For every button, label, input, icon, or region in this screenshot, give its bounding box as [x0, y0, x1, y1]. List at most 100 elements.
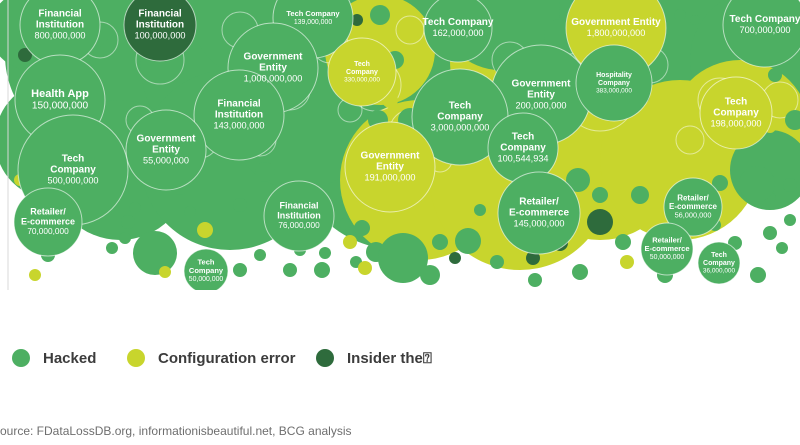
bubble-name-1-1: Institution — [136, 20, 184, 31]
bubble-name-5-0: Tech Company — [730, 14, 800, 25]
bubble-name-18-1: E-commerce — [21, 216, 75, 226]
bubble-name-14-1: Entity — [152, 145, 180, 156]
bubble-value-24: 36,000,000 — [703, 267, 736, 274]
small-bubble-33 — [620, 255, 634, 269]
bubble-name-10-0: Hospitality — [596, 72, 632, 79]
small-bubble-70 — [690, 15, 700, 25]
bubble-name-0-0: Financial — [38, 9, 82, 20]
bubble-value-23: 50,000,000 — [650, 254, 685, 261]
legend-item-hacked: Hacked — [12, 346, 96, 370]
bubble-name-11-1: Institution — [215, 110, 263, 121]
bubble-name-13-1: Company — [713, 108, 759, 119]
bubble-11 — [193, 69, 285, 161]
small-bubble-22 — [432, 234, 448, 250]
small-bubble-69 — [674, 9, 686, 21]
small-bubble-7 — [121, 215, 135, 229]
legend-item-insider-theft: Insider the⍰ — [316, 346, 432, 370]
bubble-value-18: 70,000,000 — [27, 227, 69, 236]
bubble-chart: FinancialInstitution800,000,000Financial… — [0, 0, 800, 290]
bubble-name-7-1: Entity — [259, 63, 287, 74]
bubble-17 — [344, 121, 436, 213]
small-bubble-52 — [133, 231, 177, 275]
bubble-name-7-0: Government — [244, 52, 304, 63]
small-bubble-25 — [490, 255, 504, 269]
bubble-19 — [263, 180, 335, 252]
legend-label-insider-theft: Insider the⍰ — [347, 349, 432, 367]
small-bubble-8 — [119, 232, 131, 244]
small-bubble-30 — [572, 264, 588, 280]
bubble-name-12-0: Tech — [449, 101, 472, 112]
small-bubble-57 — [339, 218, 351, 230]
bubble-name-4-0: Government Entity — [571, 17, 661, 28]
bubble-value-11: 143,000,000 — [213, 120, 264, 130]
bubble-name-16-0: Tech — [512, 132, 535, 143]
bubble-name-18-0: Retailer/ — [30, 206, 66, 216]
bubble-value-4: 1,800,000,000 — [587, 28, 646, 38]
bubble-value-3: 162,000,000 — [432, 28, 483, 38]
bubble-name-11-0: Financial — [217, 99, 261, 110]
small-bubble-55 — [420, 265, 440, 285]
bubble-value-10: 383,000,000 — [596, 87, 632, 94]
bubble-value-22: 50,000,000 — [189, 276, 224, 283]
bubble-name-24-1: Company — [703, 260, 735, 267]
bubble-13 — [699, 76, 773, 150]
bubble-name-13-0: Tech — [725, 97, 748, 108]
small-bubble-16 — [343, 235, 357, 249]
bubble-name-3-0: Tech Company — [423, 17, 494, 28]
small-bubble-59 — [474, 204, 486, 216]
bubble-value-15: 500,000,000 — [47, 175, 98, 185]
small-bubble-43 — [739, 166, 775, 202]
small-bubble-18 — [354, 220, 370, 236]
small-bubble-14 — [319, 247, 331, 259]
bubble-20 — [497, 171, 581, 255]
bubble-value-16: 100,544,934 — [497, 153, 548, 163]
bubble-name-19-0: Financial — [279, 200, 318, 210]
bubble-labels: FinancialInstitution800,000,000Financial… — [21, 9, 800, 283]
small-bubble-65 — [768, 68, 782, 82]
bubble-1 — [123, 0, 197, 62]
small-bubble-58 — [129, 202, 141, 214]
bubble-21 — [663, 177, 723, 237]
bubble-name-8-1: Company — [346, 69, 378, 76]
small-bubble-42 — [776, 242, 788, 254]
bubble-name-12-1: Company — [437, 112, 483, 123]
small-bubble-48 — [592, 187, 608, 203]
bubble-value-1: 100,000,000 — [134, 30, 185, 40]
small-bubble-5 — [184, 206, 196, 218]
small-bubble-13 — [283, 263, 297, 277]
bubble-name-14-0: Government — [137, 134, 197, 145]
small-bubble-77 — [370, 5, 390, 25]
small-bubble-23 — [449, 252, 461, 264]
bubble-24 — [697, 241, 741, 285]
bubble-value-21: 56,000,000 — [675, 211, 712, 220]
bubble-3 — [423, 0, 493, 63]
bubble-name-10-1: Company — [598, 80, 630, 87]
small-bubble-54 — [159, 266, 171, 278]
bubble-name-15-1: Company — [50, 165, 96, 176]
legend-label-configuration-error: Configuration error — [158, 349, 296, 367]
bubble-10 — [575, 44, 653, 122]
small-bubble-39 — [763, 226, 777, 240]
small-bubble-15 — [314, 262, 330, 278]
bubble-value-17: 191,000,000 — [364, 172, 415, 182]
small-bubble-28 — [528, 273, 542, 287]
small-bubble-32 — [615, 234, 631, 250]
bubble-value-14: 55,000,000 — [143, 155, 189, 165]
labeled-bubbles — [13, 0, 800, 290]
bubble-name-15-0: Tech — [62, 154, 85, 165]
bubble-name-9-1: Entity — [527, 90, 555, 101]
small-bubble-12 — [254, 249, 266, 261]
bubble-name-23-0: Retailer/ — [652, 236, 683, 245]
bubble-value-20: 145,000,000 — [513, 218, 564, 228]
legend-swatch-insider-theft — [316, 349, 334, 367]
legend: Hacked Configuration error Insider the⍰ — [12, 346, 572, 370]
bubble-name-0-1: Institution — [36, 20, 84, 31]
bubble-name-17-0: Government — [361, 151, 421, 162]
bubble-23 — [640, 222, 694, 276]
bubble-name-21-1: E-commerce — [669, 202, 718, 211]
legend-swatch-configuration-error — [127, 349, 145, 367]
bubble-name-16-1: Company — [500, 143, 546, 154]
bubble-value-0: 800,000,000 — [34, 30, 85, 40]
bubble-name-24-0: Tech — [711, 252, 727, 259]
small-bubble-63 — [785, 110, 800, 130]
